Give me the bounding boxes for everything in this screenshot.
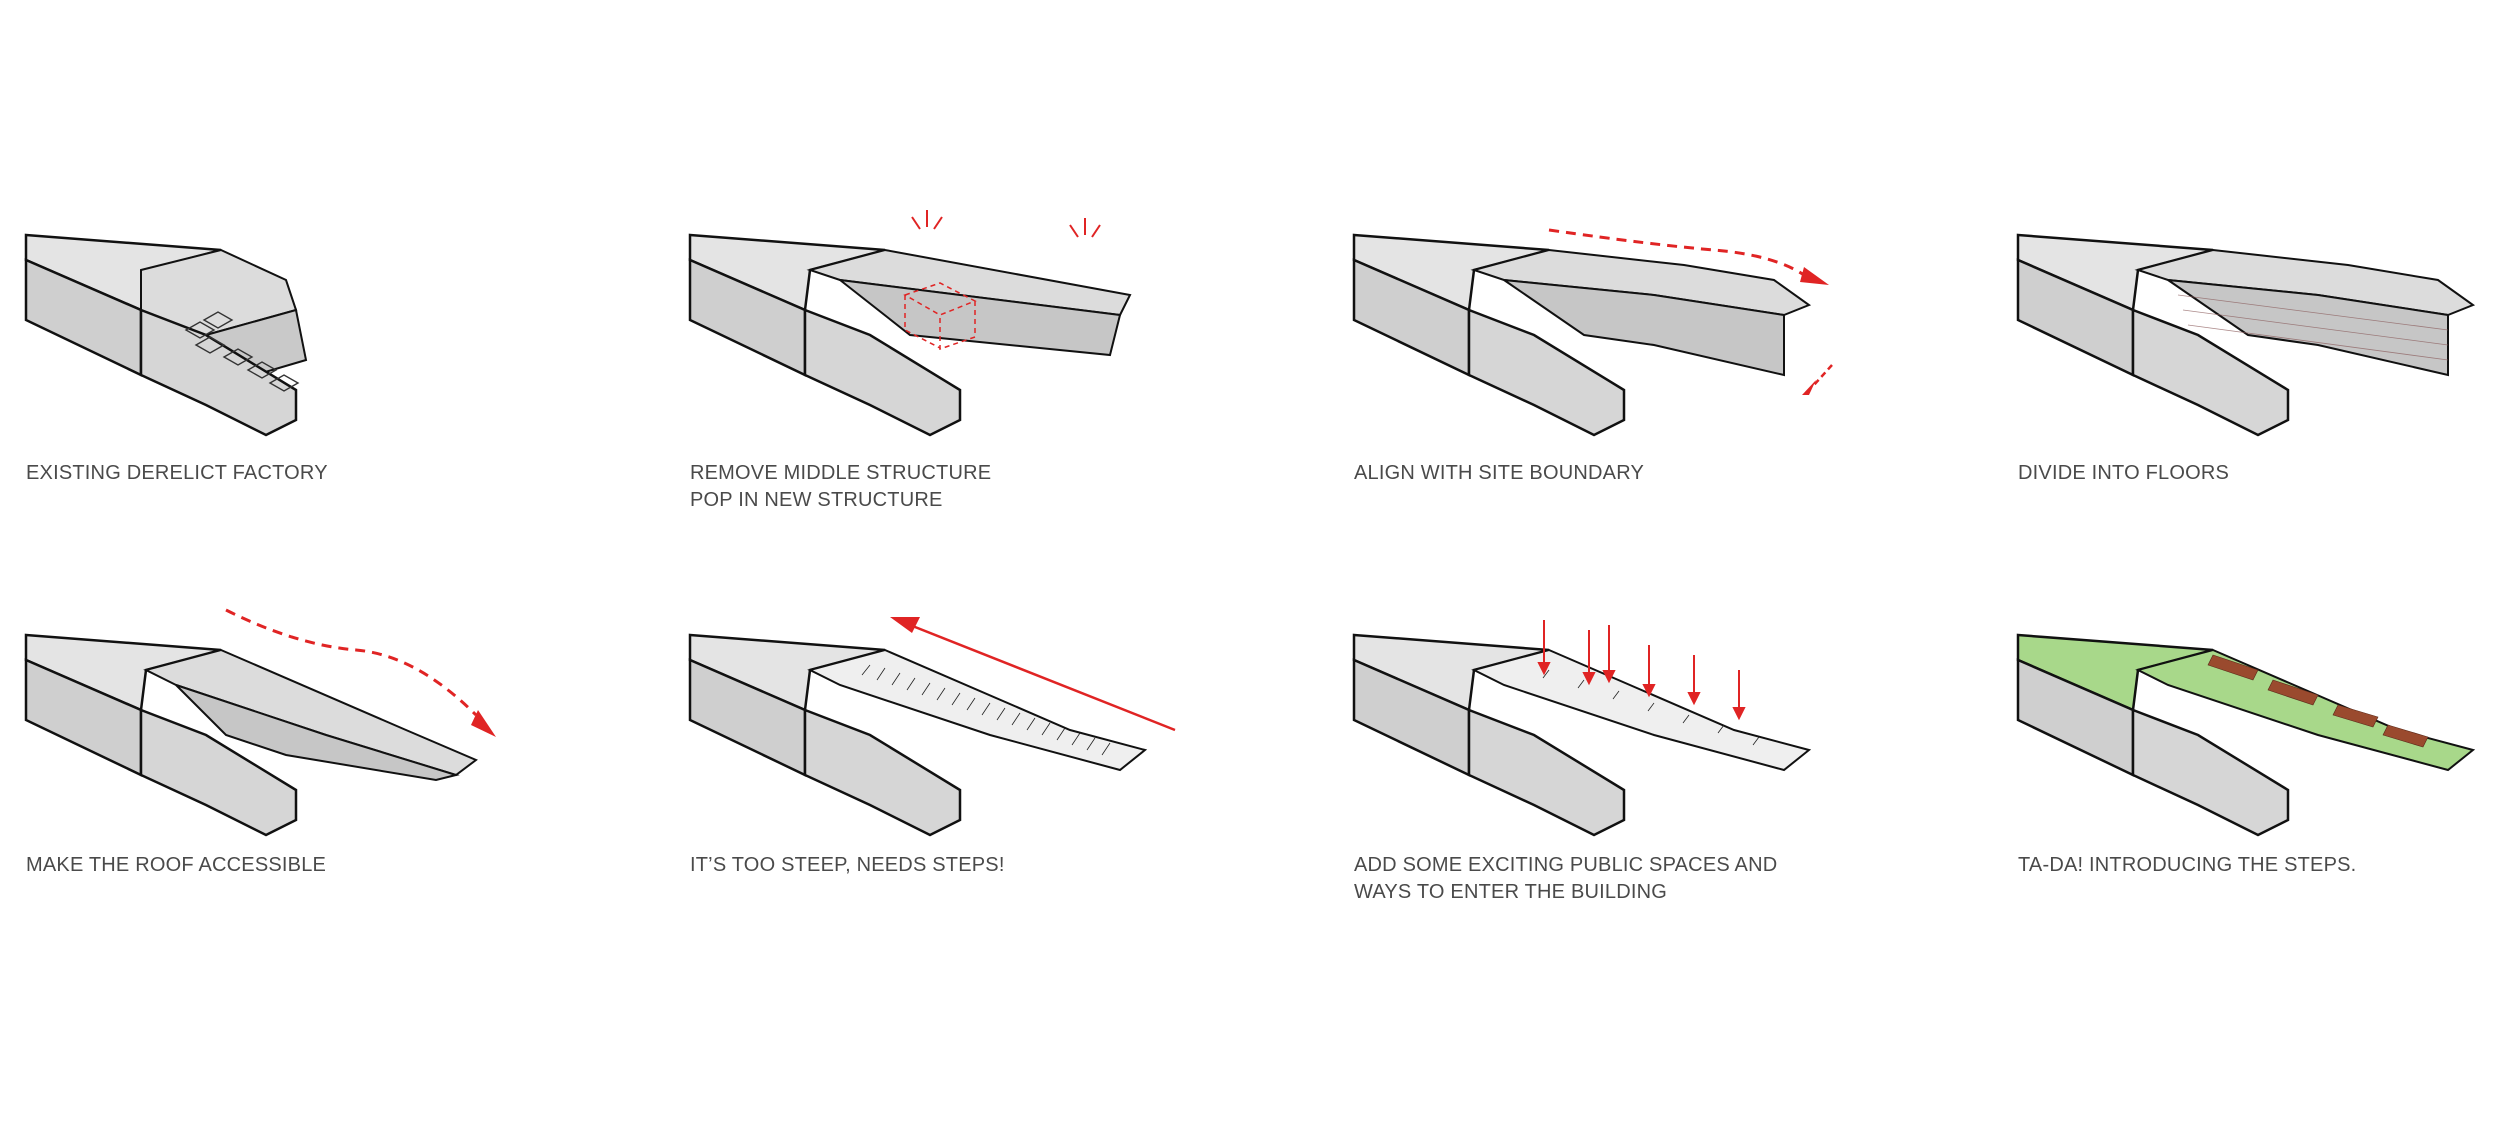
too-steep-drawing: [688, 617, 1176, 837]
steep-arrowhead: [890, 617, 920, 633]
boundary-arrow-lower: [1813, 364, 1833, 386]
entry-arrows: [1537, 620, 1746, 721]
boundary-arrowhead-lower: [1802, 380, 1816, 395]
caption-panel-6: IT’S TOO STEEP, NEEDS STEPS!: [690, 852, 1005, 879]
caption-line-2: WAYS TO ENTER THE BUILDING: [1354, 881, 1668, 903]
panel-divide-floors: DIVIDE INTO FLOORS: [2016, 225, 2500, 585]
panel-ta-da: TA-DA! INTRODUCING THE STEPS.: [2016, 625, 2500, 985]
step-hatching: [1542, 669, 1760, 746]
panel-existing-factory: EXISTING DERELICT FACTORY: [24, 225, 626, 585]
steep-arrow: [909, 623, 1176, 732]
sawtooth-block: [2131, 708, 2290, 837]
floor-lines: [2177, 294, 2449, 361]
slope-arrow: [225, 608, 478, 717]
slope-hatching: [861, 664, 1111, 756]
wedge-top: [688, 233, 886, 312]
sawtooth-block: [803, 708, 962, 837]
sawtooth-block: [1467, 708, 1626, 837]
new-structure-front: [836, 278, 1122, 357]
timber-steps: [2207, 654, 2429, 748]
panel-too-steep: IT’S TOO STEEP, NEEDS STEPS!: [688, 617, 1290, 985]
textured-slope: [807, 648, 1148, 772]
wedge-top: [2016, 233, 2214, 312]
boundary-arrow-upper: [1548, 228, 1805, 277]
caption-panel-5: MAKE THE ROOF ACCESSIBLE: [26, 852, 326, 879]
panel-align-boundary: ALIGN WITH SITE BOUNDARY: [1352, 225, 1954, 585]
caption-line-2: POP IN NEW STRUCTURE: [690, 489, 943, 511]
caption-panel-3: ALIGN WITH SITE BOUNDARY: [1354, 460, 1644, 487]
divide-floors-drawing: [2016, 233, 2476, 437]
pop-marks: [911, 210, 1101, 238]
caption-line-1: DIVIDE INTO FLOORS: [2018, 462, 2230, 484]
wedge-top: [1352, 633, 1550, 712]
caption-line-1: ALIGN WITH SITE BOUNDARY: [1354, 462, 1645, 484]
caption-line-1: IT’S TOO STEEP, NEEDS STEPS!: [690, 854, 1005, 876]
caption-panel-1: EXISTING DERELICT FACTORY: [26, 460, 328, 487]
new-structure-top: [806, 248, 1132, 317]
caption-line-1: ADD SOME EXCITING PUBLIC SPACES AND: [1354, 854, 1778, 876]
green-stepped-slope: [2135, 648, 2476, 772]
floors-structure-front: [2167, 279, 2449, 377]
sawtooth-block: [2131, 308, 2290, 437]
caption-panel-7: ADD SOME EXCITING PUBLIC SPACES AND WAYS…: [1354, 852, 1777, 906]
factory-axonometric-drawing: [24, 233, 308, 437]
caption-line-1: REMOVE MIDDLE STRUCTURE: [690, 462, 992, 484]
public-spaces-drawing: [1352, 620, 1812, 837]
wedge-top: [24, 633, 222, 712]
panel-roof-accessible: MAKE THE ROOF ACCESSIBLE: [24, 608, 626, 985]
factory-sawtooth-block: [139, 308, 298, 437]
sawtooth-block: [803, 308, 962, 437]
caption-line-1: TA-DA! INTRODUCING THE STEPS.: [2018, 854, 2357, 876]
caption-panel-4: DIVIDE INTO FLOORS: [2018, 460, 2229, 487]
stepped-slope: [1471, 648, 1812, 772]
sawtooth-block: [1467, 308, 1626, 437]
slope-arrowhead: [471, 710, 496, 737]
wedge-top: [1352, 233, 1550, 312]
roof-accessible-drawing: [24, 608, 496, 837]
wedge-top: [688, 633, 886, 712]
panel-remove-middle: REMOVE MIDDLE STRUCTURE POP IN NEW STRUC…: [688, 210, 1290, 585]
caption-panel-8: TA-DA! INTRODUCING THE STEPS.: [2018, 852, 2356, 879]
panel-public-spaces: ADD SOME EXCITING PUBLIC SPACES AND WAYS…: [1352, 620, 1954, 985]
caption-panel-2: REMOVE MIDDLE STRUCTURE POP IN NEW STRUC…: [690, 460, 991, 514]
sawtooth-block: [139, 708, 298, 837]
curved-structure-front: [1503, 279, 1785, 377]
remove-middle-drawing: [688, 210, 1132, 437]
factory-roof-lights: [184, 311, 300, 392]
boundary-arrowhead-upper: [1800, 267, 1829, 285]
align-boundary-drawing: [1352, 228, 1833, 437]
caption-line-1: EXISTING DERELICT FACTORY: [26, 462, 328, 484]
green-roof-wedge: [2016, 633, 2214, 712]
caption-line-1: MAKE THE ROOF ACCESSIBLE: [26, 854, 327, 876]
removed-structure-outline: [903, 282, 977, 351]
sloped-roof-front: [175, 684, 460, 782]
final-steps-drawing: [2016, 633, 2476, 837]
